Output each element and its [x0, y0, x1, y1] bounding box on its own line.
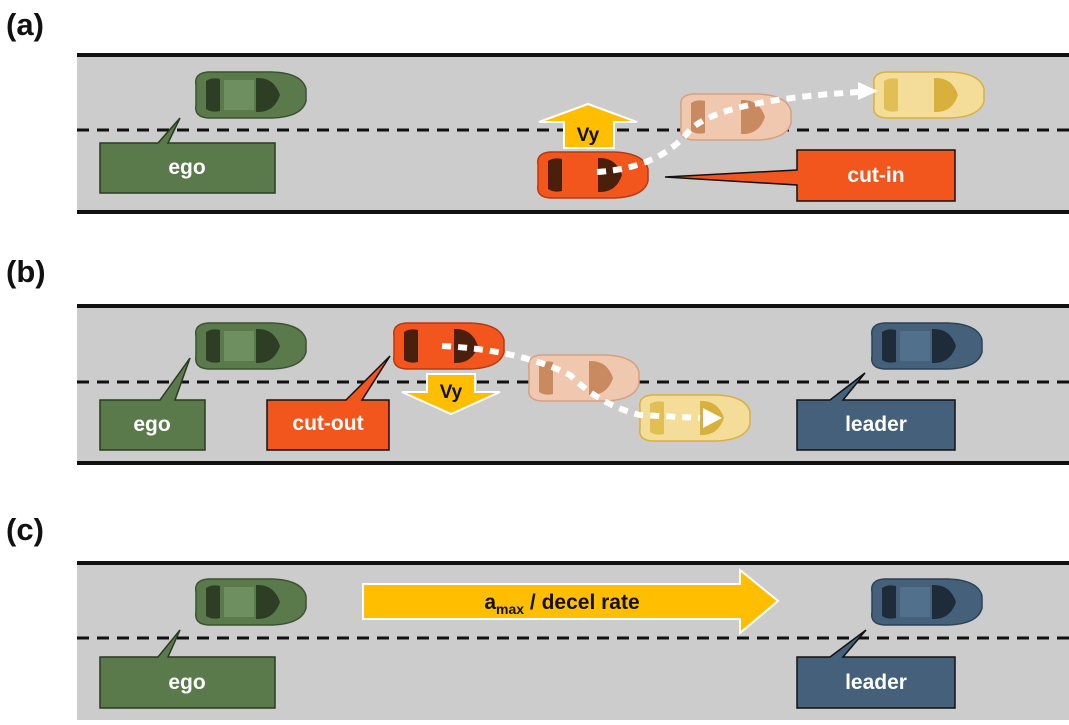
trajectory-arrowhead-b	[703, 408, 722, 428]
vy-label-b: Vy	[440, 382, 463, 403]
cut-out-callout-text: cut-out	[292, 412, 363, 435]
car-icon	[871, 322, 983, 370]
arrow-right-icon	[362, 567, 780, 636]
accel-arrow-sub: max	[496, 601, 524, 617]
leader-callout-c: leader	[796, 629, 956, 709]
car-icon	[537, 151, 649, 199]
ego-car-b	[195, 322, 307, 370]
leader-callout-c-text: leader	[845, 671, 907, 694]
cut-out-callout-b: cut-out	[266, 355, 391, 451]
car-icon	[195, 578, 307, 626]
trajectory-arrow-icon	[596, 89, 861, 175]
actor-car-end-a	[873, 71, 985, 119]
accel-arrow-rest: / decel rate	[524, 591, 640, 614]
panel-a-label: (a)	[6, 7, 44, 42]
panel-c: (c) ego amax / decel rate	[6, 512, 1069, 720]
car-icon	[873, 71, 985, 119]
cut-in-car-a	[537, 151, 649, 199]
arrow-down-icon	[401, 373, 501, 416]
trajectory-arrowhead-a	[858, 82, 878, 100]
cut-in-callout-a: cut-in	[664, 149, 956, 202]
ego-callout-a: ego	[99, 117, 276, 194]
ego-callout-b: ego	[99, 357, 206, 451]
car-icon	[195, 71, 307, 119]
ego-car-a	[195, 71, 307, 119]
car-icon	[528, 354, 640, 402]
panel-a: (a) ego	[6, 7, 1069, 214]
accel-arrow-main: a	[484, 591, 496, 614]
arrow-up-icon	[538, 102, 638, 149]
leader-callout-b: leader	[796, 372, 956, 451]
panel-b: (b) ego	[6, 254, 1069, 465]
trajectory-arrow-icon	[441, 343, 701, 421]
panel-c-label: (c)	[6, 512, 44, 547]
ego-callout-b-text: ego	[133, 413, 170, 436]
ego-car-c	[195, 578, 307, 626]
ego-callout-c-text: ego	[168, 671, 205, 694]
vy-arrow-up-a: Vy	[538, 102, 638, 149]
leader-callout-b-text: leader	[845, 413, 907, 436]
car-icon	[195, 322, 307, 370]
cut-in-callout-text: cut-in	[847, 164, 904, 187]
accel-arrow-label: amax / decel rate	[484, 591, 639, 617]
vy-label-a: Vy	[577, 125, 600, 146]
actor-car-mid-b	[528, 354, 640, 402]
accel-arrow-c: amax / decel rate	[362, 567, 780, 636]
ego-callout-a-text: ego	[168, 156, 205, 179]
car-icon	[871, 578, 983, 626]
ego-callout-c: ego	[99, 629, 276, 709]
panel-b-label: (b)	[6, 254, 46, 289]
leader-car-b	[871, 322, 983, 370]
leader-car-c	[871, 578, 983, 626]
vy-arrow-down-b: Vy	[401, 373, 501, 416]
